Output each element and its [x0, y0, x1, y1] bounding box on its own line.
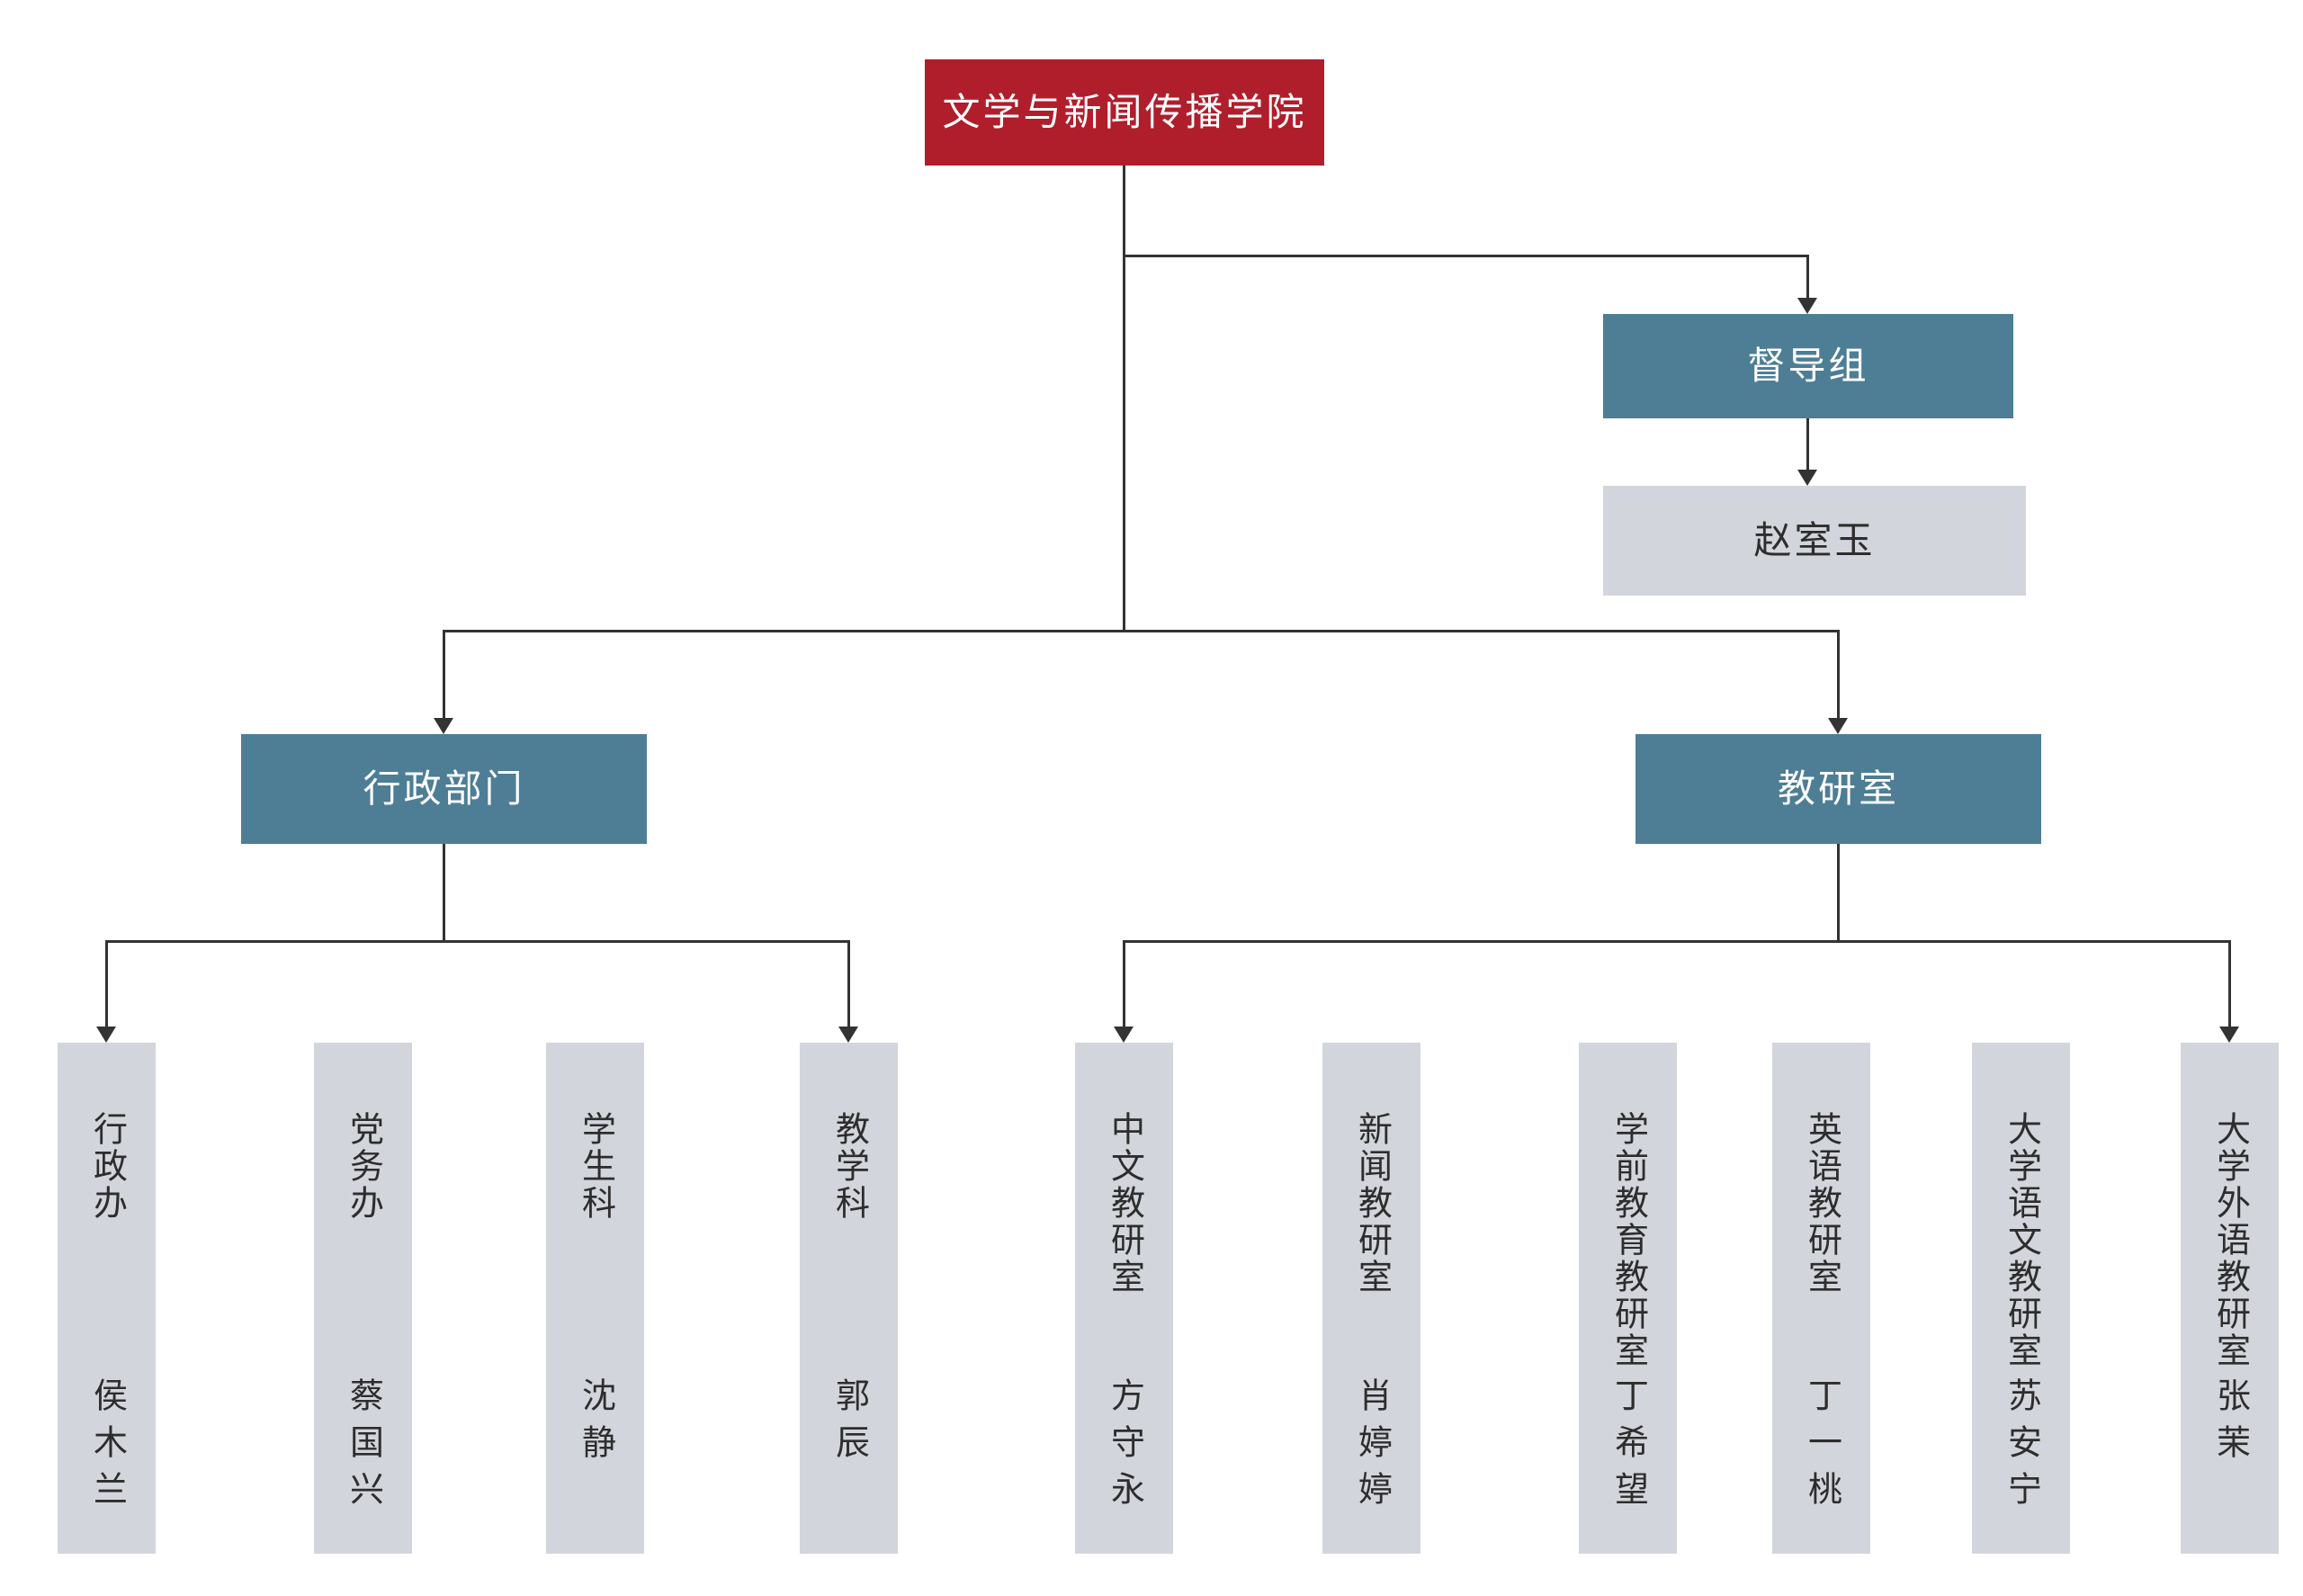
leaf-title: 学生科: [576, 1111, 614, 1222]
leaf-name: 侯木兰: [87, 1377, 126, 1518]
leaf-title: 英语教研室: [1802, 1111, 1841, 1296]
leaf-title: 党务办: [344, 1111, 382, 1222]
teaching-leaf-5: 大学外语教研室 张茉: [2181, 1043, 2279, 1554]
arrow-down-icon: [838, 1027, 858, 1043]
connector-admin-leaf-first: [105, 940, 108, 1027]
leaf-name: 苏安宁: [2002, 1377, 2040, 1518]
admin-leaf-1: 党务办 蔡国兴: [314, 1043, 412, 1554]
admin-leaf-3: 教学科 郭辰: [800, 1043, 898, 1554]
leaf-title: 大学外语教研室: [2210, 1111, 2249, 1369]
admin-node: 行政部门: [241, 734, 647, 844]
arrow-down-icon: [1797, 298, 1817, 314]
connector-admin-horizontal: [105, 940, 850, 943]
connector-main-horizontal: [443, 630, 1840, 632]
arrow-down-icon: [1114, 1027, 1134, 1043]
leaf-title: 新闻教研室: [1352, 1111, 1391, 1296]
leaf-name: 肖婷婷: [1352, 1377, 1391, 1518]
connector-admin-down: [443, 844, 445, 943]
teaching-leaf-1: 新闻教研室 肖婷婷: [1322, 1043, 1420, 1554]
leaf-title: 教学科: [829, 1111, 868, 1222]
arrow-down-icon: [96, 1027, 116, 1043]
connector-admin-drop: [443, 630, 445, 718]
leaf-name: 张茉: [2210, 1377, 2249, 1471]
leaf-name: 丁希望: [1609, 1377, 1647, 1518]
admin-leaf-2: 学生科 沈静: [546, 1043, 644, 1554]
root-node: 文学与新闻传播学院: [925, 59, 1324, 166]
connector-teaching-down: [1837, 844, 1840, 943]
arrow-down-icon: [2219, 1027, 2239, 1043]
connector-teaching-drop: [1837, 630, 1840, 718]
leaf-title: 大学语文教研室: [2002, 1111, 2040, 1369]
connector-to-supervision: [1123, 255, 1808, 257]
connector-root-vertical: [1123, 166, 1125, 632]
leaf-name: 方守永: [1105, 1377, 1143, 1518]
admin-leaf-0: 行政办 侯木兰: [58, 1043, 156, 1554]
teaching-node: 教研室: [1635, 734, 2041, 844]
connector-teaching-leaf-last: [2228, 940, 2231, 1027]
connector-admin-leaf-last: [847, 940, 850, 1027]
supervision-member-node: 赵室玉: [1603, 486, 2026, 596]
leaf-name: 丁一桃: [1802, 1377, 1841, 1518]
arrow-down-icon: [434, 718, 453, 734]
connector-supervision-member: [1806, 418, 1809, 470]
connector-teaching-horizontal: [1123, 940, 2231, 943]
teaching-leaf-2: 学前教育教研室 丁希望: [1579, 1043, 1677, 1554]
connector-teaching-leaf-first: [1123, 940, 1125, 1027]
leaf-title: 中文教研室: [1105, 1111, 1143, 1296]
teaching-leaf-3: 英语教研室 丁一桃: [1772, 1043, 1870, 1554]
teaching-leaf-0: 中文教研室 方守永: [1075, 1043, 1173, 1554]
arrow-down-icon: [1828, 718, 1848, 734]
teaching-leaf-4: 大学语文教研室 苏安宁: [1972, 1043, 2070, 1554]
leaf-name: 蔡国兴: [344, 1377, 382, 1518]
arrow-down-icon: [1797, 470, 1817, 486]
leaf-name: 沈静: [576, 1377, 614, 1471]
leaf-title: 行政办: [87, 1111, 126, 1222]
leaf-name: 郭辰: [829, 1377, 868, 1471]
supervision-node: 督导组: [1603, 314, 2013, 418]
connector-supervision-drop: [1806, 255, 1809, 298]
leaf-title: 学前教育教研室: [1609, 1111, 1647, 1369]
